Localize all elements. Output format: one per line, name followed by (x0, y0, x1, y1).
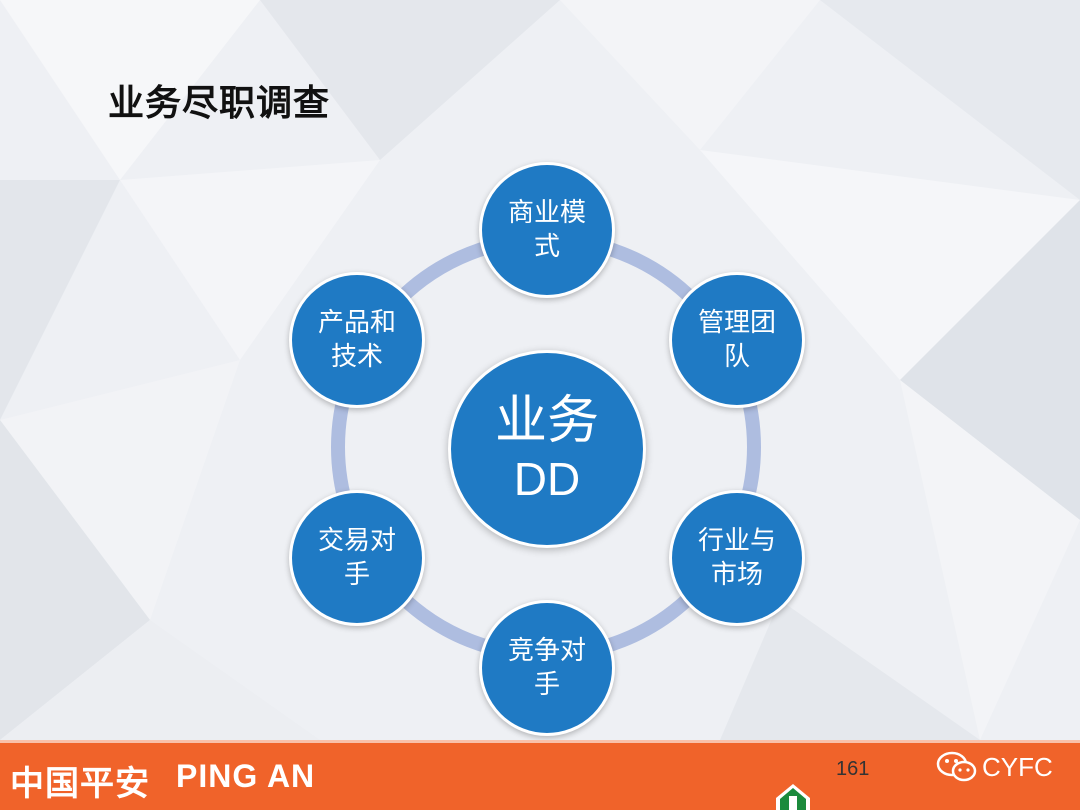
node-competitors: 竞争对手 (479, 600, 615, 736)
node-industry-market: 行业与市场 (669, 490, 805, 626)
node-label: 竞争对手 (507, 636, 586, 700)
wechat-icon (936, 751, 977, 782)
center-label-line2: DD (513, 453, 581, 505)
footer-bar (0, 740, 1080, 810)
brand-name-cn: 中国平安 (10, 764, 150, 804)
node-product-technology: 产品和技术 (289, 272, 425, 408)
page-number: 161 (836, 758, 870, 780)
center-label-line1: 业务 (494, 391, 599, 451)
node-counterparties: 交易对手 (289, 490, 425, 626)
footer-divider (0, 740, 1080, 743)
node-label: 产品和技术 (317, 308, 396, 372)
node-label: 管理团队 (697, 308, 776, 372)
node-label: 行业与市场 (697, 526, 776, 590)
node-business-model: 商业模式 (479, 162, 615, 298)
node-management-team: 管理团队 (669, 272, 805, 408)
node-label: 交易对手 (317, 526, 396, 590)
center-node: 业务 DD (448, 350, 646, 548)
watermark-text: CYFC (982, 752, 1053, 782)
node-label: 商业模式 (507, 198, 586, 262)
pingan-logo-icon (776, 784, 810, 810)
slide-title: 业务尽职调查 (108, 83, 331, 124)
background-polygons (0, 180, 1080, 740)
brand-name-en: PING AN (176, 758, 316, 794)
